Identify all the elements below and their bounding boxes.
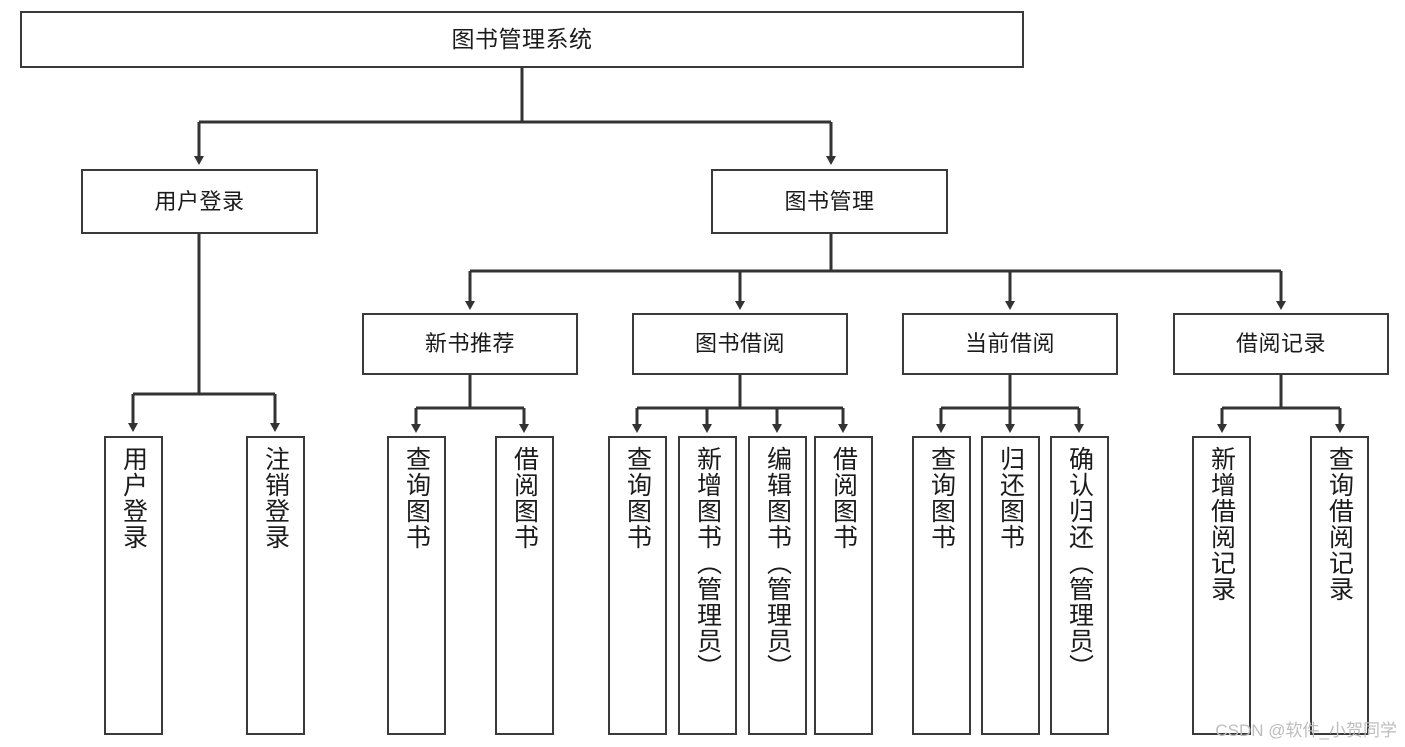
leaf-current-query-book[interactable]: 查询图书 bbox=[912, 436, 971, 735]
node-current-borrow[interactable]: 当前借阅 bbox=[902, 313, 1118, 375]
node-label: 查询借阅记录 bbox=[1325, 446, 1354, 602]
node-user-login[interactable]: 用户登录 bbox=[81, 169, 318, 234]
watermark: CSDN @软件_小贺同学 bbox=[1215, 721, 1397, 740]
node-book-management[interactable]: 图书管理 bbox=[711, 169, 948, 234]
node-label: 新增借阅记录 bbox=[1207, 446, 1236, 602]
node-root-system[interactable]: 图书管理系统 bbox=[20, 11, 1024, 68]
node-book-borrow[interactable]: 图书借阅 bbox=[632, 313, 848, 375]
node-label: 图书借阅 bbox=[694, 331, 785, 357]
node-label: 新增图书（管理员） bbox=[693, 446, 722, 680]
node-label: 查询图书 bbox=[623, 446, 652, 550]
node-label: 借阅图书 bbox=[510, 446, 539, 550]
leaf-recommend-query-book[interactable]: 查询图书 bbox=[387, 436, 446, 735]
node-label: 归还图书 bbox=[996, 446, 1025, 550]
node-new-book-recommend[interactable]: 新书推荐 bbox=[362, 313, 578, 375]
leaf-user-login[interactable]: 用户登录 bbox=[104, 436, 163, 735]
leaf-borrow-add-book[interactable]: 新增图书（管理员） bbox=[678, 436, 737, 735]
leaf-borrow-edit-book[interactable]: 编辑图书（管理员） bbox=[748, 436, 807, 735]
node-borrow-record[interactable]: 借阅记录 bbox=[1173, 313, 1389, 375]
node-label: 新书推荐 bbox=[424, 331, 515, 357]
leaf-record-add-record[interactable]: 新增借阅记录 bbox=[1192, 436, 1251, 735]
node-label: 查询图书 bbox=[402, 446, 431, 550]
node-label: 注销登录 bbox=[261, 446, 290, 550]
node-label: 图书管理 bbox=[784, 188, 875, 214]
leaf-current-confirm-return[interactable]: 确认归还（管理员） bbox=[1050, 436, 1109, 735]
leaf-user-logout[interactable]: 注销登录 bbox=[246, 436, 305, 735]
node-label: 借阅记录 bbox=[1235, 331, 1326, 357]
node-label: 编辑图书（管理员） bbox=[763, 446, 792, 680]
leaf-current-return-book[interactable]: 归还图书 bbox=[981, 436, 1040, 735]
node-label: 当前借阅 bbox=[964, 331, 1055, 357]
node-label: 确认归还（管理员） bbox=[1065, 446, 1094, 680]
node-label: 查询图书 bbox=[927, 446, 956, 550]
node-label: 借阅图书 bbox=[829, 446, 858, 550]
leaf-borrow-query-book[interactable]: 查询图书 bbox=[608, 436, 667, 735]
node-label: 用户登录 bbox=[119, 446, 148, 550]
node-label: 用户登录 bbox=[154, 188, 245, 214]
leaf-borrow-borrow-book[interactable]: 借阅图书 bbox=[814, 436, 873, 735]
leaf-record-query-record[interactable]: 查询借阅记录 bbox=[1310, 436, 1369, 735]
node-label: 图书管理系统 bbox=[451, 25, 593, 52]
leaf-recommend-borrow-book[interactable]: 借阅图书 bbox=[495, 436, 554, 735]
